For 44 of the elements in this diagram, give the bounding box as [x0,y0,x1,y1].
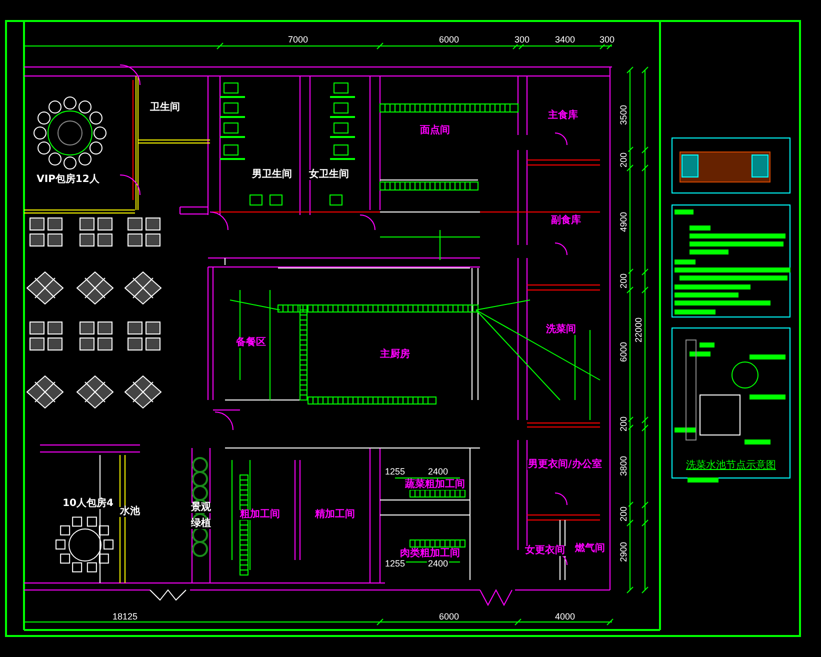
dimension-text: 3800 [620,454,628,478]
dimension-text: 2900 [620,540,628,564]
dimension-text: 200 [620,151,628,169]
room-label: 主厨房 [379,350,411,360]
dimension-text: 4900 [620,210,628,234]
room-label: 面点间 [419,126,451,136]
dimension-text: 1255 [384,468,406,476]
dimension-text: 7000 [286,36,310,44]
room-label: 景观 [190,503,212,513]
room-label: 蔬菜粗加工间 [404,480,466,490]
dimension-text: 3400 [554,36,576,44]
dimension-text: 200 [620,272,628,290]
dimension-text: 18125 [111,612,139,622]
dimension-text: 6000 [620,340,628,364]
room-label: 粗加工间 [239,510,281,520]
room-label: 10人包房4 [62,499,114,509]
room-label: 精加工间 [314,510,356,520]
room-label: 女更衣间 [524,546,566,556]
dimension-text: 6000 [438,36,460,44]
room-label: 主食库 [547,111,579,121]
dimension-text: 200 [620,415,628,433]
dimension-text: 6000 [438,612,460,622]
room-label: 洗菜间 [545,325,577,335]
room-label: 卫生间 [149,103,181,113]
room-label: 副食库 [550,216,582,226]
room-label: 绿植 [190,519,212,529]
room-label: 肉类粗加工间 [399,549,461,559]
dimension-text: 2400 [426,468,450,476]
dimension-text: 3500 [620,104,628,126]
dimension-text: 300 [513,36,531,44]
room-label: 男卫生间 [251,170,293,180]
dimension-text: 4000 [554,612,576,622]
dimension-text: 200 [620,505,628,523]
room-label: 备餐区 [235,338,267,348]
room-label: VIP包房12人 [36,175,100,185]
dimension-text: 22000 [634,316,644,344]
room-label: 男更衣间/办公室 [527,460,603,470]
detail-title: 洗菜水池节点示意图 [685,461,777,471]
room-label: 女卫生间 [308,170,350,180]
dimension-text: 1255 [384,560,406,568]
room-label: 水池 [119,507,141,517]
room-label: 燃气间 [574,544,606,554]
dimension-text: 2400 [426,560,450,568]
dimension-text: 300 [598,36,616,44]
